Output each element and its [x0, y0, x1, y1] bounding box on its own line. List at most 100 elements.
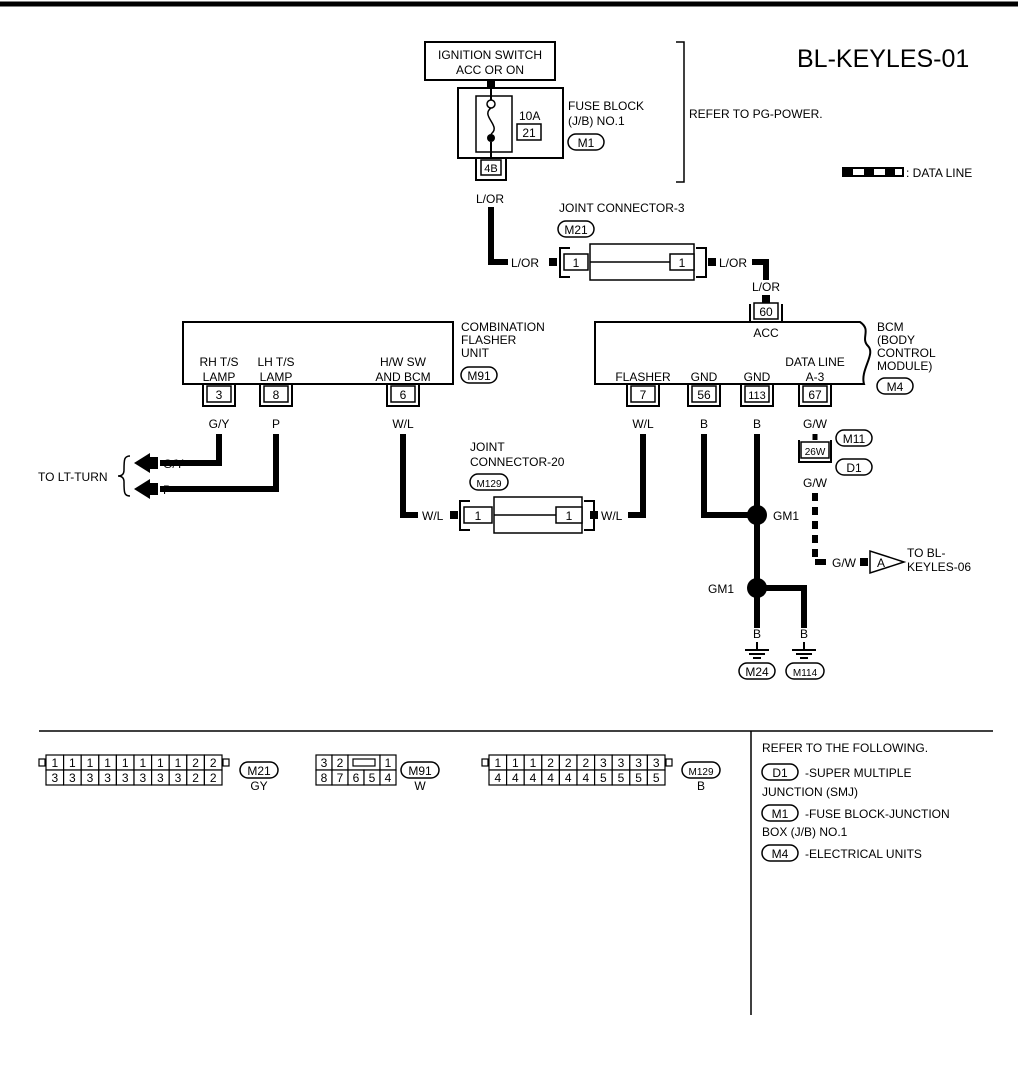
svg-text:ACC: ACC: [753, 326, 779, 340]
svg-text:(BODY: (BODY: [877, 333, 915, 347]
connector-view-label-m21: M21: [247, 764, 271, 778]
terminal-4b: 4B: [475, 158, 507, 181]
svg-text:1: 1: [475, 509, 482, 523]
svg-text:M21: M21: [564, 223, 588, 237]
svg-text:4B: 4B: [484, 163, 497, 175]
svg-text:REFER TO PG-POWER.: REFER TO PG-POWER.: [689, 107, 823, 121]
svg-text:BOX (J/B) NO.1: BOX (J/B) NO.1: [762, 825, 848, 839]
svg-text:7: 7: [640, 388, 647, 402]
m21-pin: 1: [69, 756, 76, 770]
svg-text:M4: M4: [772, 847, 789, 861]
reference-list: REFER TO THE FOLLOWING. D1 -SUPER MULTIP…: [761, 741, 950, 862]
svg-text:CONNECTOR-20: CONNECTOR-20: [470, 455, 565, 469]
brace-icon: [117, 455, 131, 497]
svg-text:TO LT-TURN: TO LT-TURN: [38, 470, 108, 484]
svg-text:M1: M1: [578, 136, 595, 150]
fuse-block: 10A 21: [457, 87, 564, 159]
svg-text:COMBINATION: COMBINATION: [461, 320, 545, 334]
connector-label-m21: M21: [557, 220, 595, 238]
m21-pin: 1: [87, 756, 94, 770]
connector-view-color-m129: B: [697, 779, 705, 793]
m129-pin: 2: [582, 756, 589, 770]
svg-text:1: 1: [566, 509, 573, 523]
m21-pin: 2: [192, 756, 199, 770]
m21-pin: 1: [139, 756, 146, 770]
svg-text:LAMP: LAMP: [203, 370, 236, 384]
svg-text:A-3: A-3: [806, 370, 825, 384]
arrow-icon-g-y: [134, 453, 150, 473]
m91-pin: 3: [321, 756, 328, 770]
svg-text:LH T/S: LH T/S: [257, 355, 294, 369]
svg-text:L/OR: L/OR: [719, 256, 747, 270]
m129-pin: 5: [618, 771, 625, 785]
svg-text:BCM: BCM: [877, 320, 904, 334]
svg-text:GM1: GM1: [708, 582, 734, 596]
off-page-connector-a: A: [869, 549, 907, 575]
m129-pin: 4: [547, 771, 554, 785]
connector-label-m1: M1: [567, 133, 605, 151]
m21-pin: 1: [51, 756, 58, 770]
m21-pin: 2: [192, 771, 199, 785]
m21-pin: 3: [104, 771, 111, 785]
svg-text:B: B: [753, 627, 761, 641]
m91-pin: 5: [369, 771, 376, 785]
svg-text:W/L: W/L: [422, 509, 444, 523]
svg-text:10A: 10A: [519, 109, 540, 123]
connector-label-m114: M114: [785, 662, 825, 680]
splice-gm1-upper: [747, 505, 767, 525]
svg-text:KEYLES-06: KEYLES-06: [907, 560, 971, 574]
bcm-terminal-113: 113: [740, 384, 774, 407]
svg-text:M114: M114: [793, 668, 818, 679]
svg-text:P: P: [163, 483, 171, 497]
m21-pin: 3: [157, 771, 164, 785]
ground-icon-m114: [792, 642, 816, 659]
svg-text:B: B: [753, 417, 761, 431]
m129-pin: 2: [565, 756, 572, 770]
connector-label-m4: M4: [876, 377, 914, 395]
svg-text:M11: M11: [843, 432, 866, 446]
svg-text:G/W: G/W: [803, 476, 828, 490]
combination-flasher-unit: RH T/S LAMP LH T/S LAMP H/W SW AND BCM: [182, 321, 454, 385]
svg-text:W/L: W/L: [392, 417, 414, 431]
svg-text:P: P: [272, 417, 280, 431]
svg-text:M91: M91: [467, 369, 491, 383]
svg-text:IGNITION SWITCH: IGNITION SWITCH: [438, 48, 542, 62]
ignition-switch: IGNITION SWITCH ACC OR ON: [424, 41, 556, 81]
svg-text:G/Y: G/Y: [163, 457, 184, 471]
m129-pin: 1: [530, 756, 537, 770]
m129-pin: 3: [635, 756, 642, 770]
connector-view-color-m91: W: [414, 779, 426, 793]
m21-pin: 1: [175, 756, 182, 770]
svg-text:M24: M24: [745, 665, 769, 679]
connector-label-m24: M24: [738, 662, 776, 680]
svg-text:JOINT: JOINT: [470, 440, 505, 454]
m21-pin: 1: [122, 756, 129, 770]
svg-text:L/OR: L/OR: [752, 280, 780, 294]
m91-pin: 2: [337, 756, 344, 770]
svg-text:8: 8: [273, 388, 280, 402]
flasher-terminal-6: 6: [386, 384, 420, 407]
bcm-terminal-7: 7: [626, 384, 660, 407]
svg-text:60: 60: [759, 305, 773, 319]
svg-text:-FUSE BLOCK-JUNCTION: -FUSE BLOCK-JUNCTION: [805, 807, 950, 821]
svg-text:JUNCTION (SMJ): JUNCTION (SMJ): [762, 785, 858, 799]
svg-text:26W: 26W: [805, 447, 826, 458]
m129-pin: 4: [582, 771, 589, 785]
svg-text:L/OR: L/OR: [476, 192, 504, 206]
m129-pin: 1: [494, 756, 501, 770]
svg-text:FLASHER: FLASHER: [461, 333, 517, 347]
svg-text:CONTROL: CONTROL: [877, 346, 936, 360]
svg-text:-SUPER MULTIPLE: -SUPER MULTIPLE: [805, 766, 911, 780]
smj-terminal-26w: 26W: [798, 440, 832, 463]
svg-text:G/W: G/W: [832, 556, 857, 570]
flasher-terminal-8: 8: [259, 384, 293, 407]
bcm-module: ACC FLASHER GND GND DATA LINE A-3: [594, 321, 872, 385]
joint-connector-3: 1 1: [559, 243, 707, 281]
svg-text:ACC OR ON: ACC OR ON: [456, 63, 524, 77]
svg-text:L/OR: L/OR: [511, 256, 539, 270]
svg-text:1: 1: [679, 256, 686, 270]
m91-pin: 8: [321, 771, 328, 785]
m129-pin: 4: [494, 771, 501, 785]
connector-label-m11: M11: [835, 429, 873, 447]
ground-icon-m24: [745, 642, 769, 659]
